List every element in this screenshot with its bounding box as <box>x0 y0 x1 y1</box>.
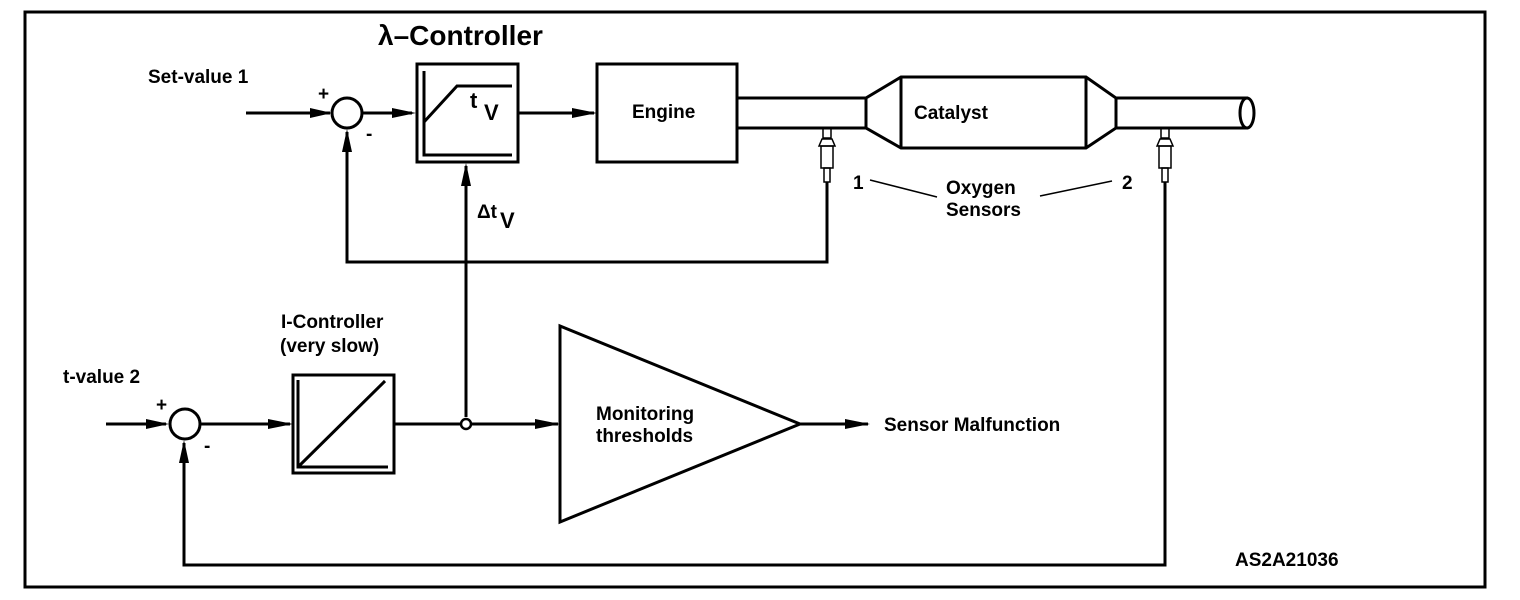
tv-subscript: V <box>484 100 499 125</box>
sum-top-plus: + <box>318 84 329 105</box>
engine-label: Engine <box>632 102 695 123</box>
exhaust-pipe-front <box>737 96 866 130</box>
t-value-2-label: t-value 2 <box>63 367 140 388</box>
sensor-1-leader <box>869 179 938 198</box>
arrow-to-monitoring <box>394 419 560 429</box>
sum-top-minus: - <box>366 124 372 145</box>
monitoring-label-line2: thresholds <box>596 426 693 447</box>
delta-tv-symbol: Δt <box>477 202 498 223</box>
tv-symbol: t <box>470 88 478 113</box>
i-controller-label-line2: (very slow) <box>280 336 379 357</box>
sensor-1-number: 1 <box>853 173 864 194</box>
t-value-input-line <box>106 419 169 429</box>
set-value-input-line <box>246 108 332 118</box>
arrow-to-lambda-controller <box>362 108 416 118</box>
catalyst-label: Catalyst <box>914 103 989 124</box>
sum-bottom-plus: + <box>156 395 167 416</box>
i-controller-label-line1: I-Controller <box>281 312 384 333</box>
oxygen-sensor-2-icon <box>1155 127 1175 183</box>
oxygen-sensors-label-line2: Sensors <box>946 200 1021 221</box>
tail-pipe <box>1116 96 1256 130</box>
branch-point <box>459 417 473 431</box>
sensor-2-feedback-line <box>179 182 1167 567</box>
engine-block <box>595 62 739 164</box>
sensor-2-number: 2 <box>1122 173 1133 194</box>
i-controller-block <box>291 373 396 475</box>
oxygen-sensor-1-icon <box>817 127 837 183</box>
sensor-1-feedback-line <box>342 129 829 264</box>
lambda-controller-block <box>415 62 520 164</box>
summing-junction-bottom <box>168 407 202 441</box>
arrow-to-malfunction <box>800 419 870 429</box>
diagram-frame <box>23 10 1487 589</box>
sum-bottom-minus: - <box>204 436 210 457</box>
monitoring-label-line1: Monitoring <box>596 404 694 425</box>
set-value-1-label: Set-value 1 <box>148 67 249 88</box>
summing-junction-top <box>330 96 364 130</box>
figure-id: AS2A21036 <box>1235 550 1339 571</box>
lambda-controller-title: λ–Controller <box>378 20 543 51</box>
delta-tv-subscript: V <box>500 208 515 233</box>
sensor-2-leader <box>1039 180 1113 197</box>
monitoring-thresholds-block <box>558 323 804 525</box>
delta-tv-line <box>461 163 471 417</box>
arrow-to-i-controller <box>200 419 293 429</box>
arrow-to-engine <box>518 108 597 118</box>
sensor-malfunction-label: Sensor Malfunction <box>884 415 1060 436</box>
oxygen-sensors-label-line1: Oxygen <box>946 178 1016 199</box>
catalyst-block <box>864 75 1118 150</box>
